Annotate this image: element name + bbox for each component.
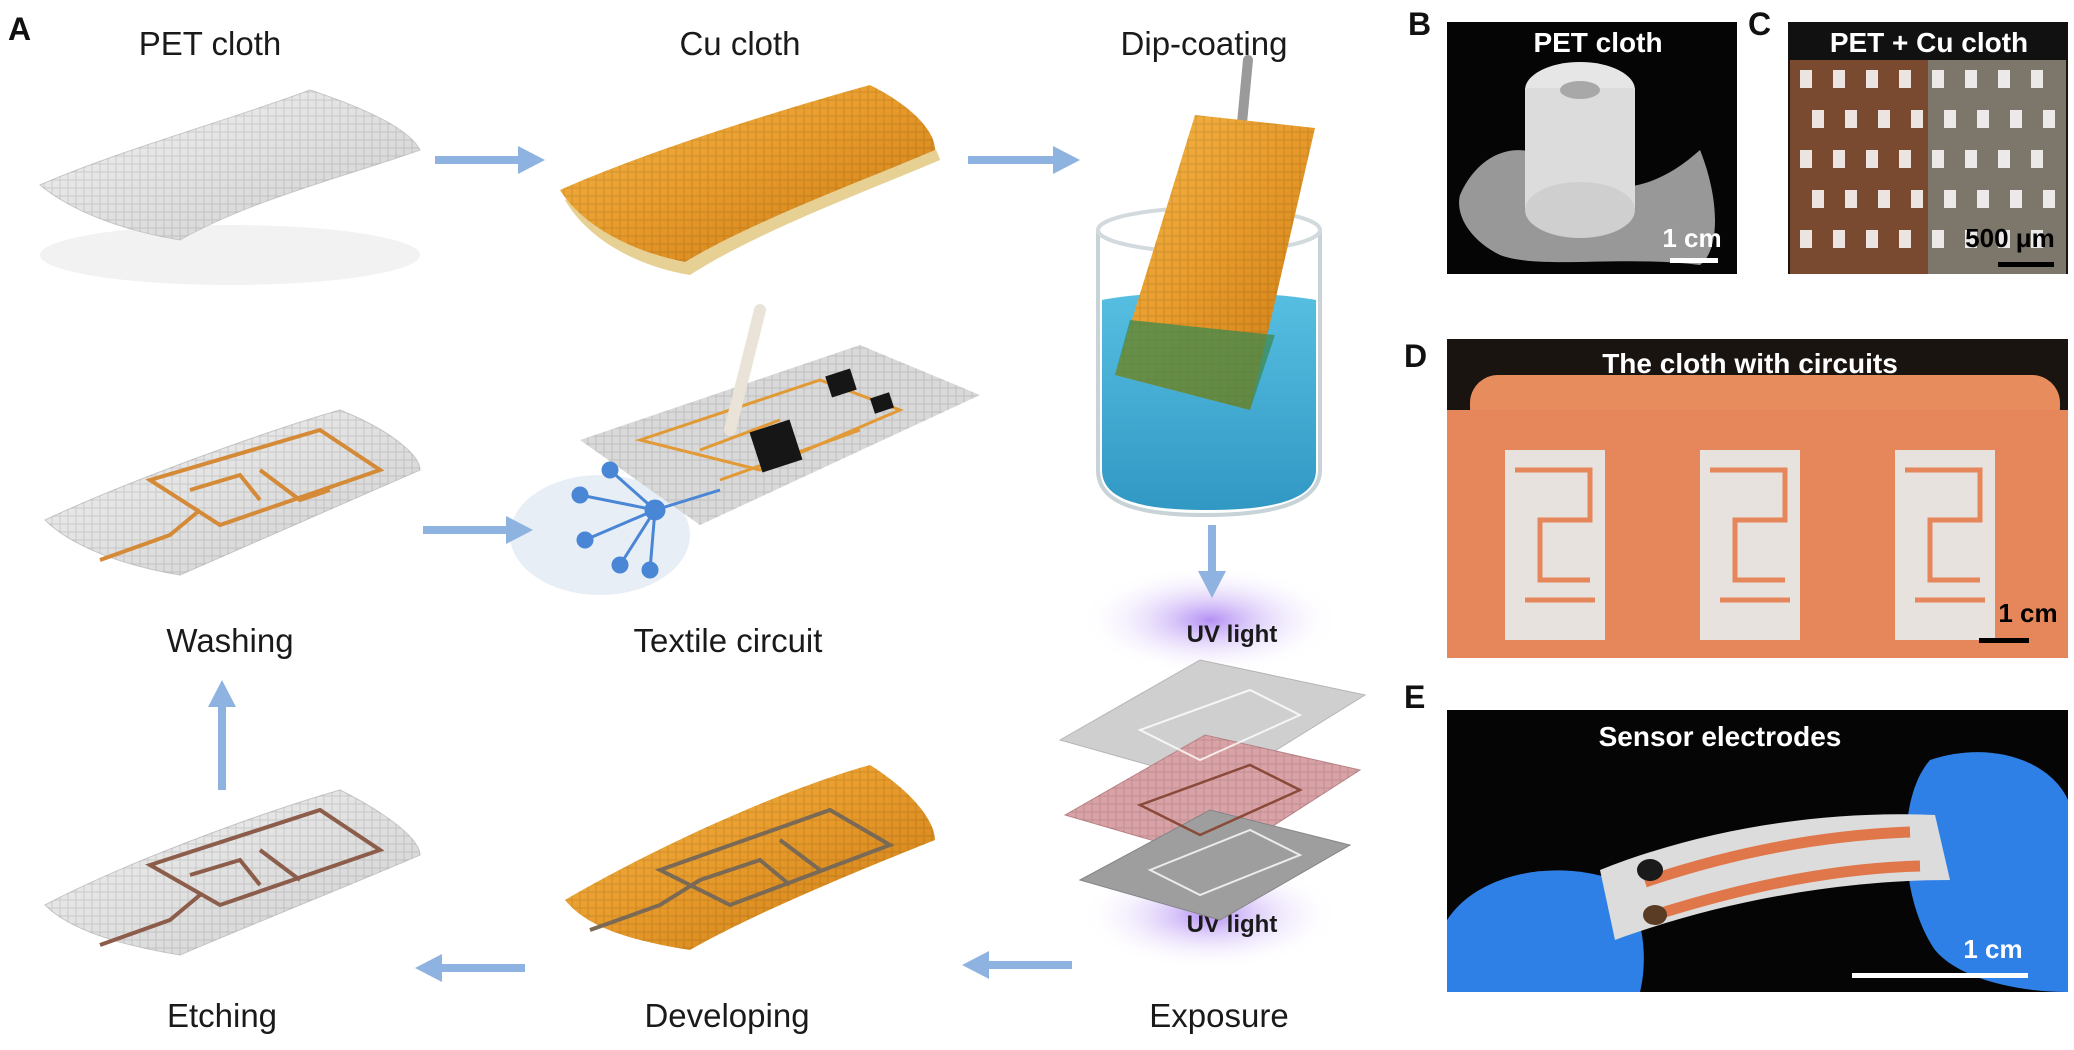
photo-d-scale-label: 1 cm — [1998, 598, 2057, 628]
photo-e-title: Sensor electrodes — [1599, 721, 1842, 752]
arrow-pet-to-cu — [435, 146, 545, 174]
weave-gap — [1944, 190, 1956, 208]
weave-gap — [1911, 110, 1923, 128]
weave-gap — [2010, 110, 2022, 128]
weave-gap — [1944, 110, 1956, 128]
photo-b-scale-bar — [1670, 258, 1718, 263]
arrow-cu-to-dip — [968, 146, 1080, 174]
weave-gap — [1866, 230, 1878, 248]
photo-c-scale-bar — [1998, 262, 2054, 267]
weave-gap — [1977, 110, 1989, 128]
etching-illustration — [44, 789, 421, 956]
step-label-cu-cloth: Cu cloth — [679, 25, 800, 62]
exposure-illustration: UV light UV light — [1058, 565, 1367, 970]
weave-gap — [1800, 150, 1812, 168]
arrow-exposure-to-developing — [962, 951, 1072, 979]
weave-gap — [1833, 70, 1845, 88]
weave-gap — [1845, 110, 1857, 128]
photo-c-scale-label: 500 μm — [1965, 223, 2055, 253]
weave-gap — [2031, 150, 2043, 168]
weave-gap — [1899, 150, 1911, 168]
photo-d: The cloth with circuits 1 cm — [1447, 339, 2068, 658]
arrow-washing-to-textile — [423, 516, 533, 544]
weave-gap — [1965, 70, 1977, 88]
weave-gap — [1878, 110, 1890, 128]
step-label-pet-cloth: PET cloth — [139, 25, 281, 62]
weave-gap — [2043, 190, 2055, 208]
photo-e: Sensor electrodes 1 cm — [1447, 710, 2068, 992]
weave-gap — [1977, 190, 1989, 208]
weave-gap — [1866, 70, 1878, 88]
panel-letter-d: D — [1404, 338, 1427, 374]
weave-gap — [1932, 230, 1944, 248]
uv-light-bottom-label: UV light — [1187, 911, 1278, 938]
photo-b: PET cloth 1 cm — [1447, 22, 1737, 274]
photo-d-title: The cloth with circuits — [1602, 348, 1898, 379]
photo-c-title: PET + Cu cloth — [1830, 27, 2028, 58]
step-label-etching: Etching — [167, 997, 277, 1034]
weave-gap — [2010, 190, 2022, 208]
washing-illustration — [44, 409, 421, 576]
arrow-etching-to-washing — [208, 680, 236, 790]
photo-b-title: PET cloth — [1533, 27, 1662, 58]
weave-gap — [2031, 230, 2043, 248]
textile-circuit-illustration — [510, 304, 980, 595]
arrow-dip-to-exposure — [1198, 525, 1226, 598]
weave-gap — [1812, 110, 1824, 128]
arrow-developing-to-etching — [415, 954, 525, 982]
photo-c: PET + Cu cloth 500 μm — [1788, 22, 2068, 274]
weave-gap — [1998, 150, 2010, 168]
weave-gap — [1911, 190, 1923, 208]
weave-gap — [1833, 150, 1845, 168]
pet-cloth-illustration — [39, 89, 421, 285]
photo-e-scale-bar — [1852, 973, 2028, 978]
panel-letter-a: A — [8, 11, 31, 47]
weave-gap — [1845, 190, 1857, 208]
weave-gap — [1932, 150, 1944, 168]
step-label-developing: Developing — [644, 997, 809, 1034]
panel-letter-e: E — [1404, 679, 1425, 715]
weave-gap — [1833, 230, 1845, 248]
panel-letter-c: C — [1748, 6, 1771, 42]
weave-gap — [1800, 70, 1812, 88]
weave-gap — [1998, 70, 2010, 88]
cu-cloth-illustration — [560, 85, 940, 275]
uv-light-top-label: UV light — [1187, 621, 1278, 648]
developing-illustration — [565, 765, 935, 950]
step-label-washing: Washing — [166, 622, 293, 659]
step-label-exposure: Exposure — [1149, 997, 1288, 1034]
photo-e-scale-label: 1 cm — [1963, 934, 2022, 964]
weave-gap — [2031, 70, 2043, 88]
dip-coating-beaker — [1096, 55, 1322, 518]
weave-gap — [1866, 150, 1878, 168]
weave-gap — [1812, 190, 1824, 208]
weave-gap — [1998, 230, 2010, 248]
step-label-dip-coating: Dip-coating — [1121, 25, 1288, 62]
weave-gap — [1965, 150, 1977, 168]
step-label-textile-circuit: Textile circuit — [634, 622, 823, 659]
weave-gap — [1899, 230, 1911, 248]
panel-letter-b: B — [1408, 6, 1431, 42]
weave-gap — [1800, 230, 1812, 248]
weave-gap — [2043, 110, 2055, 128]
weave-gap — [1932, 70, 1944, 88]
photo-b-scale-label: 1 cm — [1662, 223, 1721, 253]
weave-gap — [1899, 70, 1911, 88]
photo-d-scale-bar — [1979, 638, 2029, 643]
weave-gap — [1965, 230, 1977, 248]
weave-gap — [1878, 190, 1890, 208]
